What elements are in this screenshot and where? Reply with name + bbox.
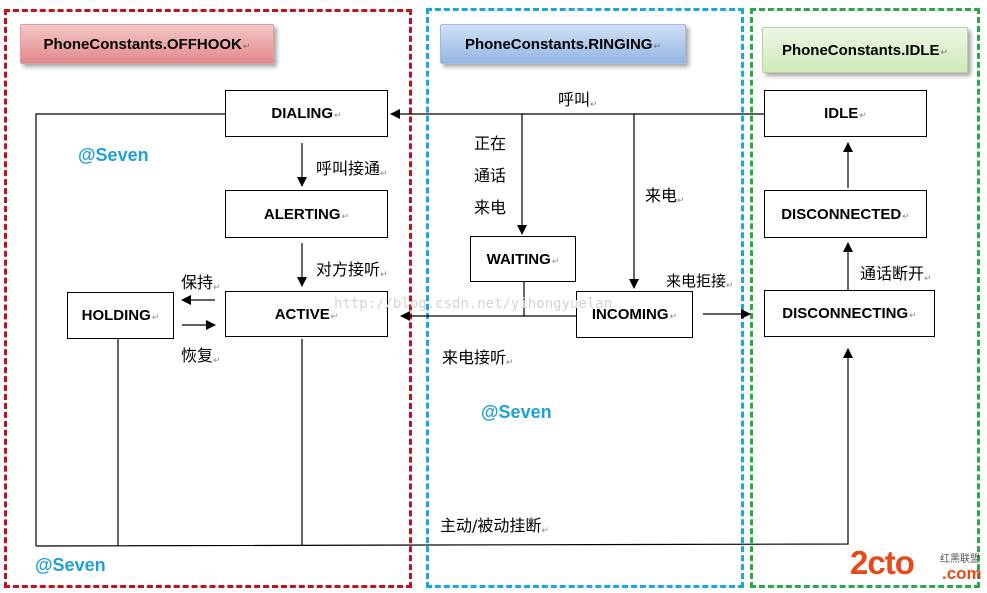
label-in-call-incoming: 正在 通话 来电 bbox=[474, 134, 507, 217]
label-call: 呼叫 bbox=[558, 86, 598, 110]
state-active: ACTIVE bbox=[225, 291, 388, 337]
state-disconnected: DISCONNECTED bbox=[764, 190, 927, 238]
label-peer-answer: 对方接听 bbox=[316, 256, 388, 280]
offhook-header: PhoneConstants.OFFHOOK bbox=[20, 24, 274, 64]
state-alerting-label: ALERTING bbox=[263, 205, 341, 223]
label-call-connected: 呼叫接通 bbox=[316, 155, 388, 179]
state-dialing: DIALING bbox=[225, 90, 388, 137]
idle-header: PhoneConstants.IDLE bbox=[762, 27, 968, 73]
watermark-url: http://blog.csdn.net/yihongyuelan bbox=[334, 296, 613, 312]
state-waiting-label: WAITING bbox=[486, 250, 551, 268]
state-incoming: INCOMING bbox=[576, 291, 693, 338]
state-idle-label: IDLE bbox=[824, 105, 859, 122]
state-idle: IDLE bbox=[764, 90, 927, 137]
watermark-author-2: @Seven bbox=[481, 402, 552, 422]
offhook-header-label: PhoneConstants.OFFHOOK bbox=[43, 35, 242, 53]
label-resume: 恢复 bbox=[181, 342, 221, 366]
label-hold: 保持 bbox=[181, 269, 221, 293]
state-waiting: WAITING bbox=[470, 236, 576, 282]
offhook-region bbox=[4, 9, 412, 588]
label-call-disconnected: 通话断开 bbox=[860, 260, 932, 284]
label-hangup: 主动/被动挂断 bbox=[440, 512, 549, 536]
ringing-header: PhoneConstants.RINGING bbox=[440, 24, 686, 64]
edge-dialing-hangup bbox=[35, 113, 225, 546]
state-alerting: ALERTING bbox=[225, 190, 388, 238]
idle-header-label: PhoneConstants.IDLE bbox=[781, 41, 940, 59]
label-answer-incoming: 来电接听 bbox=[442, 344, 514, 368]
state-active-label: ACTIVE bbox=[274, 305, 330, 323]
site-logo: 2cto 红黑联盟 .com bbox=[850, 544, 985, 590]
state-incoming-label: INCOMING bbox=[591, 306, 669, 323]
state-holding: HOLDING bbox=[67, 292, 174, 339]
logo-domain: .com bbox=[942, 564, 982, 583]
logo-cn: 红黑联盟 bbox=[940, 554, 980, 565]
label-reject-incoming: 来电拒接 bbox=[666, 270, 734, 291]
edge-hangup-to-disconnecting bbox=[35, 348, 853, 547]
state-dialing-label: DIALING bbox=[271, 105, 334, 122]
ringing-region bbox=[426, 8, 744, 588]
state-disconnecting: DISCONNECTING bbox=[764, 290, 935, 337]
state-holding-label: HOLDING bbox=[81, 307, 151, 324]
ringing-header-label: PhoneConstants.RINGING bbox=[464, 35, 653, 53]
logo-main: 2cto bbox=[850, 544, 915, 581]
watermark-author-3: @Seven bbox=[35, 555, 106, 575]
state-disconnected-label: DISCONNECTED bbox=[781, 205, 902, 223]
watermark-author-1: @Seven bbox=[78, 145, 149, 165]
idle-region bbox=[750, 8, 980, 588]
state-disconnecting-label: DISCONNECTING bbox=[782, 305, 909, 322]
label-incoming-call: 来电 bbox=[645, 182, 685, 206]
